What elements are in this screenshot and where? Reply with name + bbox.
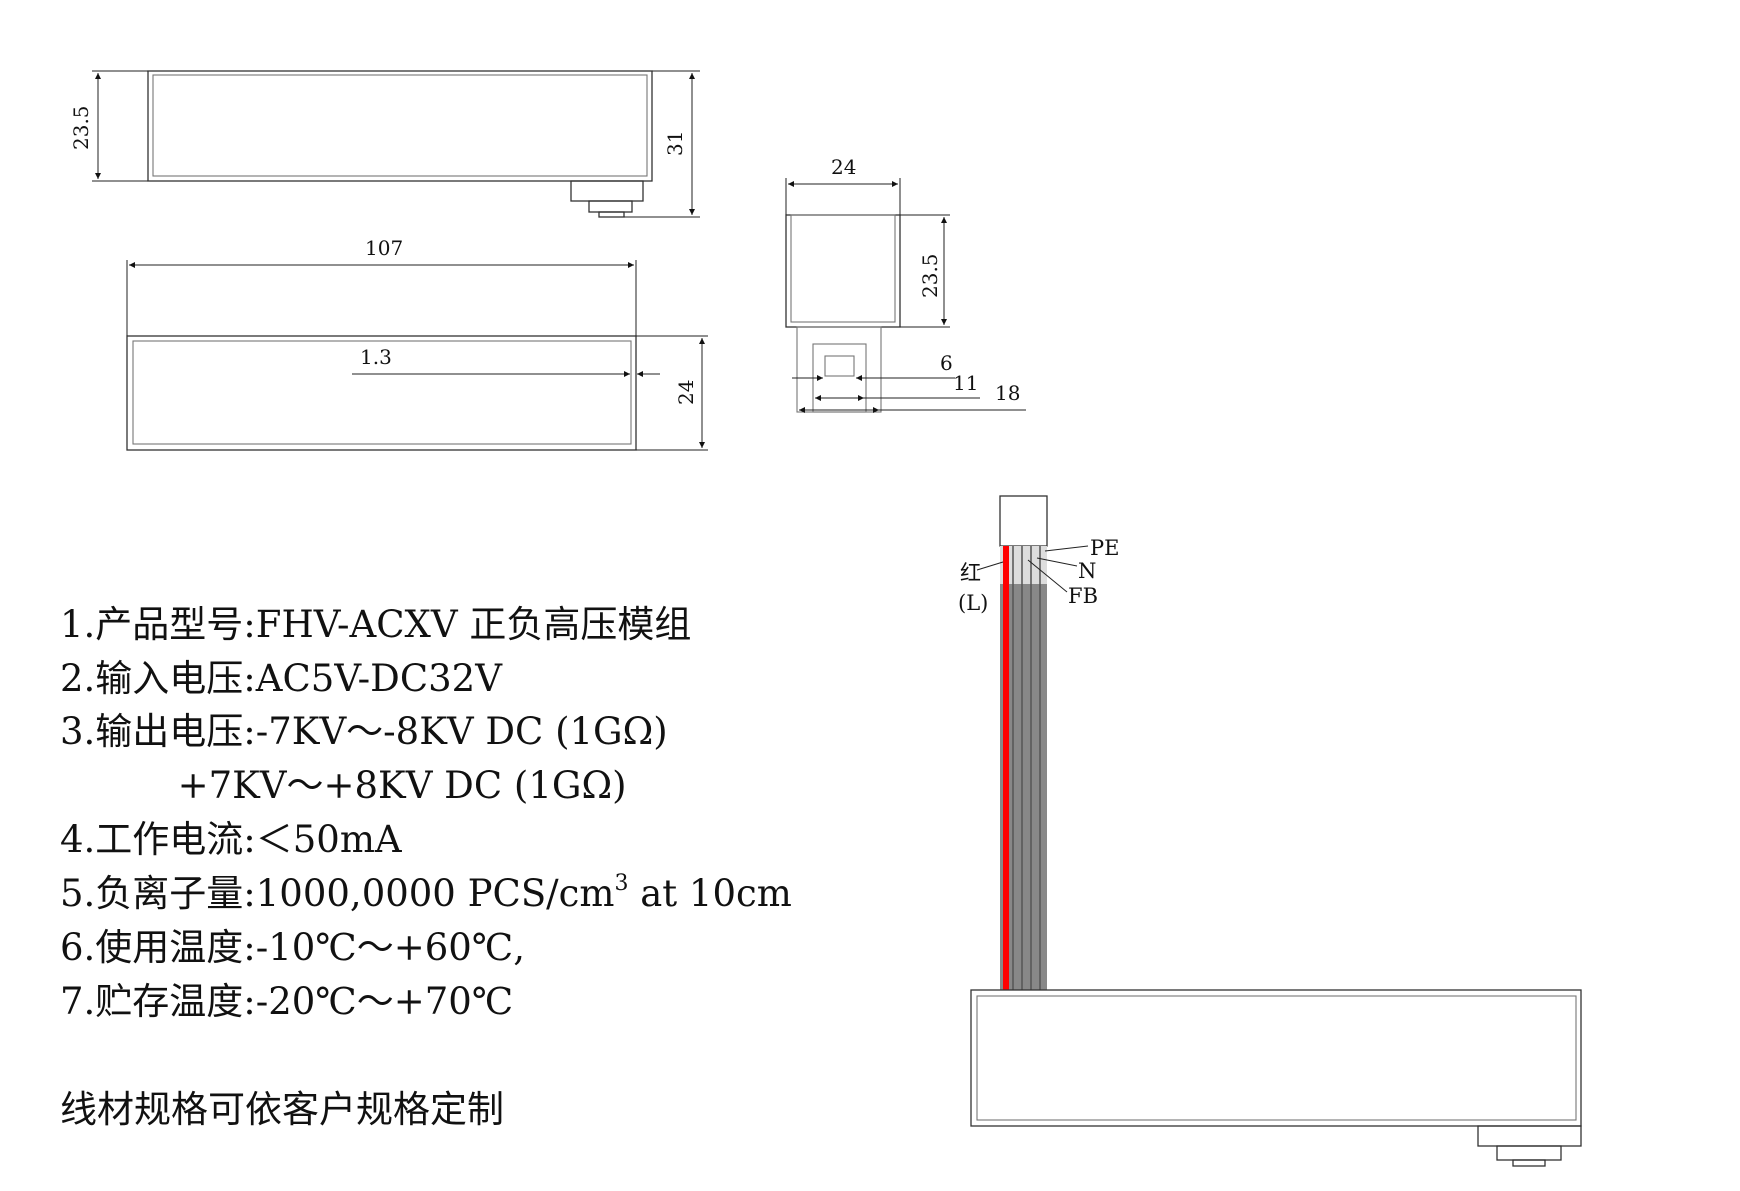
dim-pin-6: 6	[940, 351, 953, 375]
wire-assembly-view: PE N FB 红 (L)	[958, 495, 1582, 1167]
spec-5-main: 5.负离子量:1000,0000 PCS/cm	[60, 872, 614, 915]
label-l: (L)	[958, 591, 988, 615]
spec-5-sup: 3	[614, 871, 628, 896]
label-fb: FB	[1068, 584, 1098, 608]
spec-5: 5.负离子量:1000,0000 PCS/cm3 at 10cm	[60, 871, 792, 915]
spec-5-tail: at 10cm	[628, 872, 791, 915]
dim-front-height: 24	[674, 380, 698, 405]
label-n: N	[1078, 559, 1096, 583]
spec-6: 6.使用温度:-10℃～+60℃,	[60, 926, 525, 969]
dim-pin-18: 18	[995, 381, 1020, 405]
spec-3: 3.输出电压:-7KV～-8KV DC (1GΩ)	[60, 710, 668, 753]
spec-4: 4.工作电流:＜50mA	[60, 818, 403, 861]
spec-list: 1.产品型号:FHV-ACXV 正负高压模组 2.输入电压:AC5V-DC32V…	[60, 603, 792, 1131]
spec-3b: +7KV～+8KV DC (1GΩ)	[60, 764, 627, 807]
wire-bundle	[1000, 546, 1047, 990]
dim-wall: 1.3	[360, 345, 392, 369]
side-view: 24 23.5 6 11 18	[785, 155, 1026, 413]
label-red: 红	[960, 561, 981, 585]
dim-side-height: 23.5	[918, 253, 942, 298]
top-view: 23.5 31	[69, 70, 700, 218]
dim-length: 107	[365, 236, 403, 260]
spec-1: 1.产品型号:FHV-ACXV 正负高压模组	[60, 603, 691, 646]
spec-7: 7.贮存温度:-20℃～+70℃	[60, 980, 513, 1023]
spec-2: 2.输入电压:AC5V-DC32V	[60, 657, 503, 700]
customization-note: 线材规格可依客户规格定制	[60, 1088, 504, 1131]
red-wire	[1003, 546, 1009, 990]
dim-top-height: 23.5	[69, 105, 93, 150]
dim-top-total: 31	[663, 131, 687, 156]
front-view: 107 1.3 24	[126, 236, 708, 451]
dim-pin-11: 11	[953, 371, 978, 395]
dim-side-width: 24	[831, 155, 856, 179]
label-pe: PE	[1090, 536, 1119, 560]
